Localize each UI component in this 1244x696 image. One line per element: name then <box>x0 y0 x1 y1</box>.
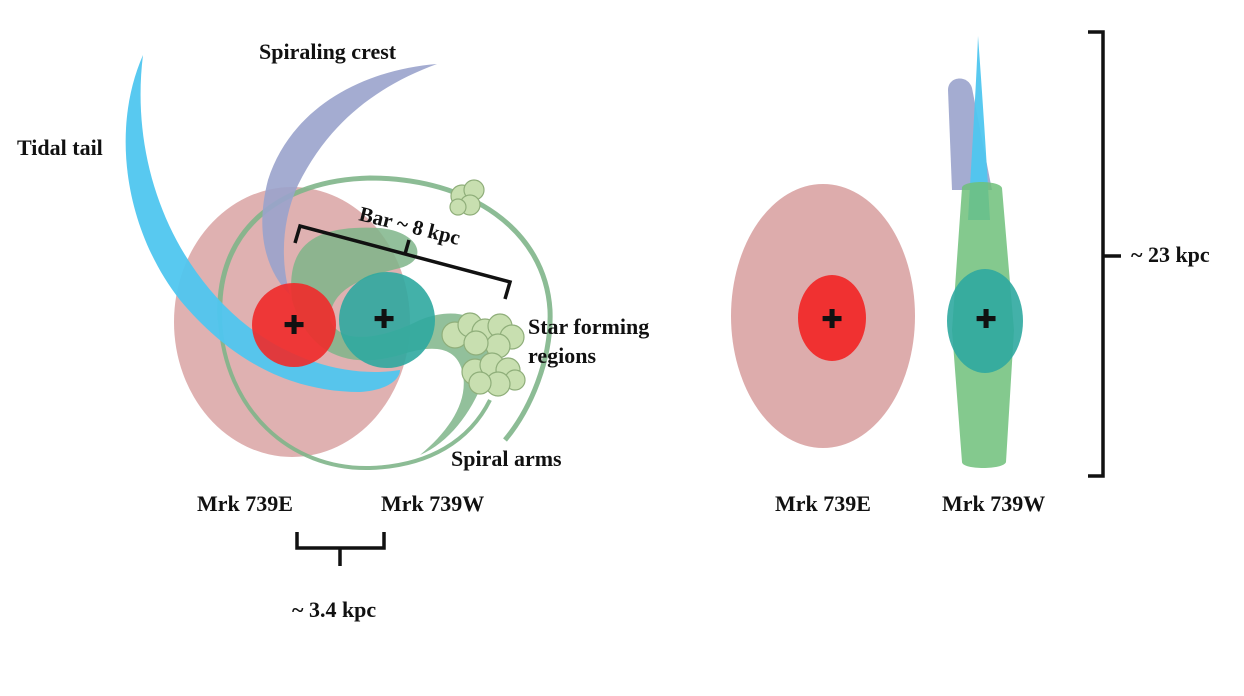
separation-label: ~ 3.4 kpc <box>292 597 376 622</box>
bar-scale-bracket <box>293 223 513 300</box>
spiraling-crest <box>262 64 437 295</box>
nucleus-w-marker: ✚ <box>373 305 395 335</box>
edge-galaxy-e-core <box>798 275 866 361</box>
galaxy-w-core <box>339 272 435 368</box>
star-forming-blob-bottom <box>461 352 526 397</box>
spiral-arm-lower <box>218 319 492 471</box>
star-forming-blob-top <box>449 179 485 216</box>
galaxy-e-core <box>252 283 336 367</box>
nucleus-e-marker: ✚ <box>283 311 305 341</box>
face-on-panel: ✚ ✚ Bar ~ 8 kpc Tidal tail Spiraling cre… <box>17 39 649 622</box>
spiral-arms-label: Spiral arms <box>451 446 562 471</box>
star-forming-blob-middle <box>441 312 525 359</box>
star-forming-label-line1: Star forming <box>528 314 649 339</box>
height-scale-bracket <box>1088 30 1121 478</box>
star-forming-regions <box>441 179 526 397</box>
tidal-tail <box>125 55 401 392</box>
edge-nucleus-e-marker: ✚ <box>821 305 843 335</box>
edge-nucleus-w-marker: ✚ <box>975 305 997 335</box>
edge-on-panel: ✚ ✚ Mrk 739E Mrk 739W ~ 23 kpc <box>731 30 1210 516</box>
left-galaxy-e-label: Mrk 739E <box>197 491 293 516</box>
star-forming-label-line2: regions <box>528 343 596 368</box>
right-galaxy-w-label: Mrk 739W <box>942 491 1045 516</box>
spiraling-crest-label: Spiraling crest <box>259 39 397 64</box>
edge-tidal-tail <box>968 36 990 220</box>
edge-galaxy-w-core <box>947 269 1023 373</box>
separation-bracket <box>295 532 386 566</box>
left-galaxy-w-label: Mrk 739W <box>381 491 484 516</box>
tidal-tail-label: Tidal tail <box>17 135 103 160</box>
height-scale-label: ~ 23 kpc <box>1131 242 1210 267</box>
right-galaxy-e-label: Mrk 739E <box>775 491 871 516</box>
